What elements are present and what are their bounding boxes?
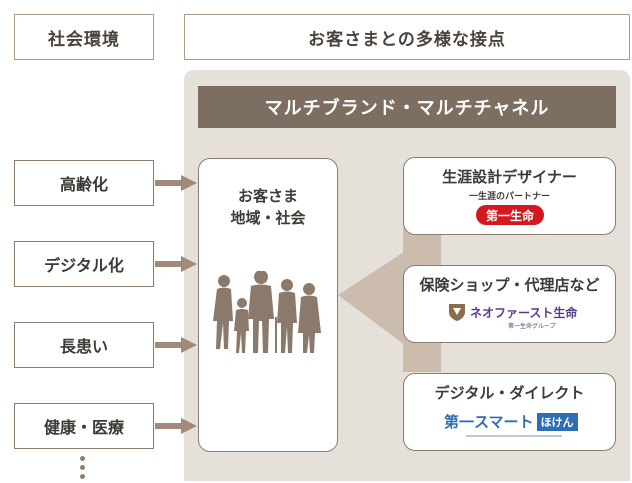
channel-digital-direct-title: デジタル・ダイレクト	[434, 384, 585, 402]
header-social-environment: 社会環境	[14, 14, 154, 60]
factor-health-medical: 健康・医療	[14, 403, 154, 449]
multi-brand-banner-label: マルチブランド・マルチチャネル	[264, 98, 550, 119]
dai-ichi-smart-logo-main: 第一スマート	[444, 413, 534, 431]
factor-digitalization: デジタル化	[14, 241, 154, 287]
community-label: 地域・社会	[230, 209, 306, 227]
customer-label: お客さま	[237, 187, 298, 205]
arrow-icon	[155, 337, 197, 353]
header-social-environment-label: 社会環境	[48, 29, 120, 50]
multi-brand-banner: マルチブランド・マルチチャネル	[198, 86, 616, 128]
continuation-dots-icon	[80, 456, 86, 483]
channel-insurance-shop-title: 保険ショップ・代理店など	[419, 276, 600, 294]
arrow-icon	[155, 256, 197, 272]
factor-long-illness: 長患い	[14, 322, 154, 368]
neo-first-shield-icon	[449, 304, 465, 321]
family-silhouette-icon	[213, 271, 321, 353]
factor-digitalization-label: デジタル化	[44, 256, 124, 275]
neo-first-group-subtext: 第一生命グループ	[508, 323, 556, 330]
dai-ichi-smart-logo-tag: ほけん	[536, 412, 578, 431]
dai-ichi-smart-logo-underline	[466, 435, 562, 437]
arrow-icon	[155, 175, 197, 191]
channel-insurance-shop: 保険ショップ・代理店など ネオファースト生命 第一生命グループ	[403, 265, 616, 343]
channel-digital-direct: デジタル・ダイレクト 第一スマート ほけん	[403, 373, 616, 451]
neo-first-life-logo-text: ネオファースト生命	[470, 306, 578, 320]
factor-long-illness-label: 長患い	[59, 337, 108, 356]
channel-lifetime-designer: 生涯設計デザイナー 一生涯のパートナー 第一生命	[403, 157, 616, 235]
dai-ichi-smart-logo: 第一スマート ほけん	[444, 411, 578, 432]
dai-ichi-life-logo-text: 第一生命	[485, 208, 534, 223]
channel-lifetime-designer-title: 生涯設計デザイナー	[442, 168, 577, 186]
arrow-icon	[155, 418, 197, 434]
dai-ichi-life-logo: 第一生命	[476, 205, 544, 225]
customer-community-box: お客さま 地域・社会	[198, 158, 338, 452]
factor-health-medical-label: 健康・医療	[43, 418, 124, 437]
factor-aging-label: 高齢化	[59, 175, 108, 194]
factor-aging: 高齢化	[14, 160, 154, 206]
header-customer-touchpoints: お客さまとの多様な接点	[184, 14, 630, 60]
header-customer-touchpoints-label: お客さまとの多様な接点	[308, 29, 506, 50]
channel-lifetime-designer-subtitle: 一生涯のパートナー	[468, 192, 550, 202]
